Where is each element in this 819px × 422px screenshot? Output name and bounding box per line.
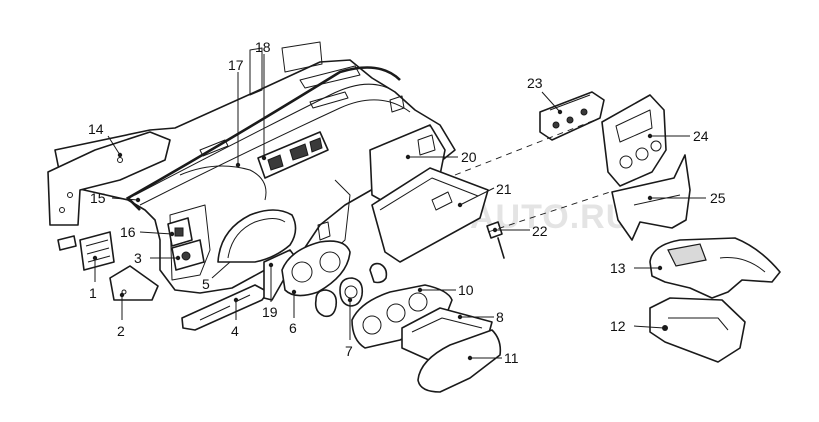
assembly-lines — [454, 117, 611, 233]
callout-23: 23 — [527, 75, 543, 91]
callout-17: 17 — [228, 57, 244, 73]
bracket-14 — [47, 131, 171, 226]
gauge-set-7 — [314, 262, 388, 318]
dashboard-panel — [54, 41, 456, 294]
callout-6: 6 — [289, 320, 297, 336]
callout-10: 10 — [458, 282, 474, 298]
callout-11: 11 — [504, 350, 519, 366]
callout-20: 20 — [461, 149, 477, 165]
radio-unit-18 — [257, 131, 329, 179]
cover-2 — [109, 265, 159, 301]
callout-12: 12 — [610, 318, 626, 334]
callout-16: 16 — [120, 224, 136, 240]
cover-11 — [417, 329, 502, 393]
callout-1: 1 — [89, 285, 97, 301]
callout-labels: 1 2 3 4 5 6 7 8 10 11 12 13 14 15 16 17 … — [88, 39, 726, 366]
tray-12 — [649, 297, 746, 363]
leader-dots — [92, 109, 663, 361]
callout-3: 3 — [134, 250, 142, 266]
console-13 — [649, 237, 781, 299]
callout-8: 8 — [496, 309, 504, 325]
callout-14: 14 — [88, 121, 104, 137]
callout-25: 25 — [710, 190, 726, 206]
cluster-hood-5 — [217, 209, 297, 263]
heater-control-23 — [539, 91, 605, 141]
callout-2: 2 — [117, 323, 125, 339]
switch-3 — [171, 239, 205, 271]
callout-13: 13 — [610, 260, 626, 276]
callout-4: 4 — [231, 323, 239, 339]
callout-15: 15 — [90, 190, 106, 206]
trim-panel-24 — [601, 94, 667, 187]
callout-24: 24 — [693, 128, 709, 144]
switch-16 — [167, 217, 193, 247]
glovebox-21 — [371, 167, 489, 263]
center-bezel-10 — [351, 284, 453, 349]
leader-lines — [94, 54, 706, 359]
callout-19: 19 — [262, 304, 278, 320]
instrument-cluster-6 — [281, 221, 351, 297]
callout-18: 18 — [255, 39, 271, 55]
callout-21: 21 — [496, 181, 512, 197]
callout-22: 22 — [532, 223, 548, 239]
callout-5: 5 — [202, 276, 210, 292]
relay-block-1 — [57, 231, 115, 271]
wire-harness-15 — [125, 66, 401, 211]
callout-7: 7 — [345, 343, 353, 359]
